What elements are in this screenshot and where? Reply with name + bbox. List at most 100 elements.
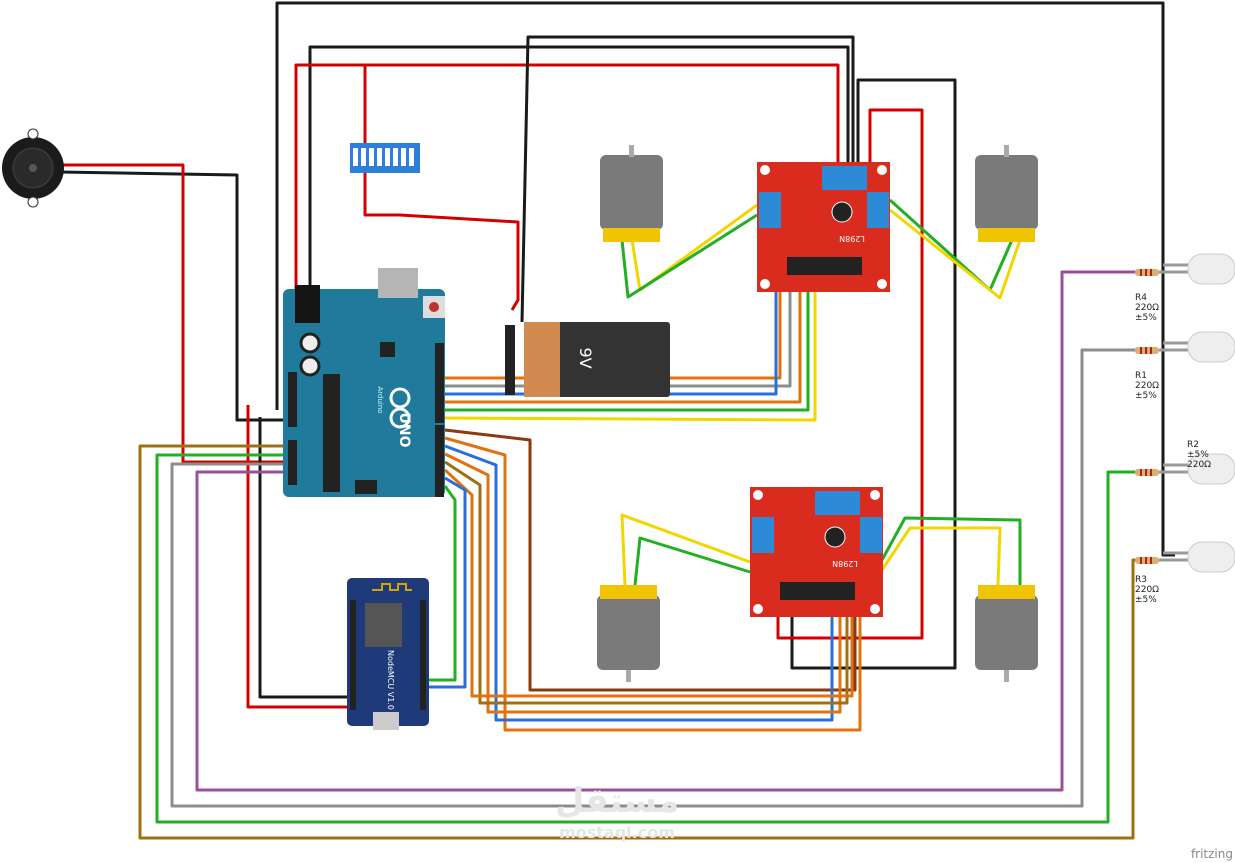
dip-key <box>409 148 414 166</box>
arduino-brand: Arduino <box>376 386 384 413</box>
mount-hole <box>753 490 763 500</box>
wire-blue <box>428 476 467 689</box>
wire-red <box>776 108 924 640</box>
resistor-label: ±5% <box>1135 391 1157 401</box>
dip-switch <box>350 143 420 173</box>
motor-body <box>975 155 1038 230</box>
mount-hole <box>877 165 887 175</box>
resistor-band <box>1140 469 1142 476</box>
mount-hole <box>877 279 887 289</box>
motor-shaft <box>626 670 631 682</box>
capacitor <box>824 526 846 548</box>
screw-terminal <box>822 166 867 190</box>
motor-body <box>600 155 663 230</box>
heatsink-chip <box>787 257 862 275</box>
screw-terminal <box>752 517 774 553</box>
dip-key <box>361 148 366 166</box>
wires <box>59 1 1175 840</box>
dc-motor-top-left <box>600 145 663 242</box>
l298n-driver-bottom: L298N <box>750 487 883 617</box>
motor-shaft <box>629 145 634 157</box>
nodemcu-label: NodeMCU V1.0 <box>386 650 395 710</box>
resistor-band <box>1145 469 1147 476</box>
mount-hole <box>760 279 770 289</box>
wire-red <box>363 65 520 311</box>
wire-black <box>308 45 850 290</box>
dc-motor-bottom-right <box>975 585 1038 682</box>
mount-hole <box>870 604 880 614</box>
wire-black <box>790 78 957 670</box>
resistor-label: R1 <box>1135 371 1147 381</box>
resistor-label: ±5% <box>1187 450 1209 460</box>
led-body <box>1187 541 1235 573</box>
screw-terminal <box>867 192 889 228</box>
motor-body <box>597 595 660 670</box>
wire-black <box>258 417 348 699</box>
resistor-label: 220Ω <box>1135 303 1159 313</box>
battery-9v: 9V <box>505 322 670 397</box>
wire-green <box>880 516 1022 585</box>
resistor-label: R3 <box>1135 575 1147 585</box>
driver-label: L298N <box>832 559 858 568</box>
buzzer <box>2 128 64 208</box>
resistor-label: ±5% <box>1135 313 1157 323</box>
motor-shaft <box>1004 670 1009 682</box>
resistor-label: 220Ω <box>1135 381 1159 391</box>
led-body <box>1187 453 1235 485</box>
resistor-band <box>1140 269 1142 276</box>
motor-body <box>975 595 1038 670</box>
wire-brown <box>444 428 857 692</box>
driver-label: L298N <box>839 234 865 243</box>
wire-red <box>246 405 348 709</box>
resistor-band <box>1145 557 1147 564</box>
wire-gray <box>170 348 1140 808</box>
dip-key <box>393 148 398 166</box>
wire-black <box>275 1 1175 557</box>
screw-terminal <box>759 192 781 228</box>
wire-yellow <box>889 208 1022 300</box>
dip-key <box>401 148 406 166</box>
led-R2: R2±5%220Ω <box>1135 440 1235 485</box>
resistor-band <box>1150 347 1152 354</box>
motor-cap <box>978 228 1035 242</box>
wire-orange <box>444 436 862 732</box>
motor-shaft <box>1004 145 1009 157</box>
wire-orange <box>444 452 842 714</box>
dc-motor-bottom-left <box>597 585 660 682</box>
dip-key <box>385 148 390 166</box>
wire-orange <box>443 468 854 698</box>
resistor-band <box>1140 347 1142 354</box>
arduino-uno: UNO Arduino <box>283 268 445 497</box>
wire-green <box>155 453 1140 824</box>
resistor-band <box>1140 557 1142 564</box>
wire-yellow <box>880 526 1002 586</box>
dip-key <box>369 148 374 166</box>
battery-label: 9V <box>576 347 595 368</box>
resistor-band <box>1150 557 1152 564</box>
l298n-driver-top: L298N <box>757 162 890 292</box>
resistor-label: R2 <box>1187 440 1199 450</box>
screw-terminal <box>860 517 882 553</box>
resistor-label: 220Ω <box>1187 460 1211 470</box>
dip-key <box>377 148 382 166</box>
mount-hole <box>753 604 763 614</box>
mount-hole <box>870 490 880 500</box>
resistor-label: 220Ω <box>1135 585 1159 595</box>
resistor-band <box>1145 269 1147 276</box>
wire-black <box>520 35 855 323</box>
watermark: مستقل mostaql.com <box>555 781 679 842</box>
mount-hole <box>760 165 770 175</box>
led-body <box>1187 331 1235 363</box>
watermark-arabic: مستقل <box>555 781 679 821</box>
motor-cap <box>600 585 657 599</box>
wire-red <box>60 163 285 464</box>
resistor-band <box>1150 269 1152 276</box>
motor-cap <box>978 585 1035 599</box>
fritzing-logo: fritzing <box>1191 847 1233 861</box>
wire-red <box>294 63 840 290</box>
